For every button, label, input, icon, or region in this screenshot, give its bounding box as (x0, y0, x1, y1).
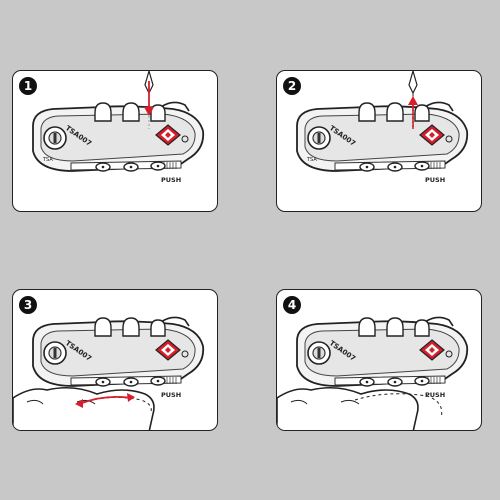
motion-path-icon (354, 393, 443, 419)
arrow-down-icon (144, 81, 154, 116)
step-4-illustration: TSA007 PUSH (277, 316, 469, 430)
push-label: PUSH (161, 391, 181, 399)
keyhole-label: TSA (306, 157, 317, 163)
step-4-panel: 4 TSA007 PUSH (276, 289, 482, 431)
step-4-badge: 4 (283, 296, 301, 314)
push-label: PUSH (425, 176, 445, 184)
step-2-badge: 2 (283, 77, 301, 95)
step-1-badge: 1 (19, 77, 37, 95)
push-label: PUSH (161, 176, 181, 184)
step-2-panel: 2 TSA007 PUSH TSA (276, 70, 482, 212)
step-3-panel: 3 TSA007 PUSH (12, 289, 218, 431)
step-1-panel: 1 TSA007 PUSH TSA (12, 70, 218, 212)
lock-icon (296, 316, 469, 387)
step-3-badge: 3 (19, 296, 37, 314)
keyhole-label: TSA (42, 157, 53, 163)
hand-icon (13, 386, 155, 430)
step-3-illustration: TSA007 PUSH (13, 316, 205, 430)
lock-icon (32, 101, 205, 172)
lock-icon (296, 101, 469, 172)
pin-tool-icon (408, 71, 418, 97)
double-arrow-icon (75, 393, 135, 408)
step-2-illustration: TSA007 PUSH TSA (296, 71, 469, 184)
step-1-illustration: TSA007 PUSH TSA (32, 71, 205, 184)
lock-icon (32, 316, 205, 387)
push-label: PUSH (425, 391, 445, 399)
